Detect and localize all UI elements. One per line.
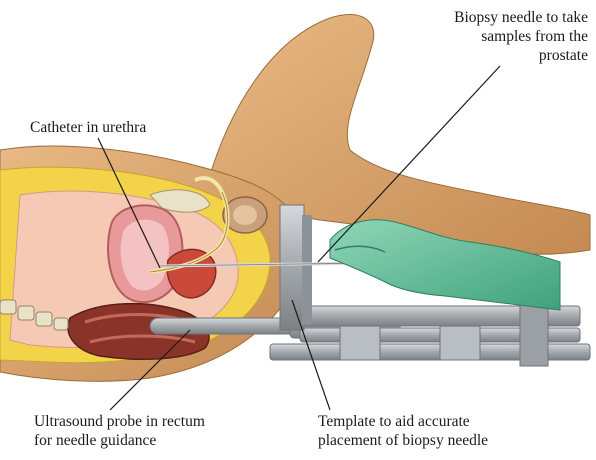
label-catheter-line-1: Catheter in urethra [30,118,146,137]
label-ultrasound-line-1: Ultrasound probe in rectum [34,412,205,431]
label-ultrasound-probe: Ultrasound probe in rectum for needle gu… [34,412,205,450]
bladder-inner [121,220,169,291]
label-catheter: Catheter in urethra [30,118,146,137]
label-template-line-1: Template to aid accurate [318,412,488,431]
testis-inner [233,205,257,225]
label-biopsy-line-2: samples from the [454,27,588,46]
label-biopsy-line-3: prostate [454,46,588,65]
stepper-assembly [270,300,590,366]
label-biopsy-needle: Biopsy needle to take samples from the p… [454,8,588,65]
label-biopsy-line-1: Biopsy needle to take [454,8,588,27]
label-ultrasound-line-2: for needle guidance [34,431,205,450]
label-template: Template to aid accurate placement of bi… [318,412,488,450]
label-template-line-2: placement of biopsy needle [318,431,488,450]
